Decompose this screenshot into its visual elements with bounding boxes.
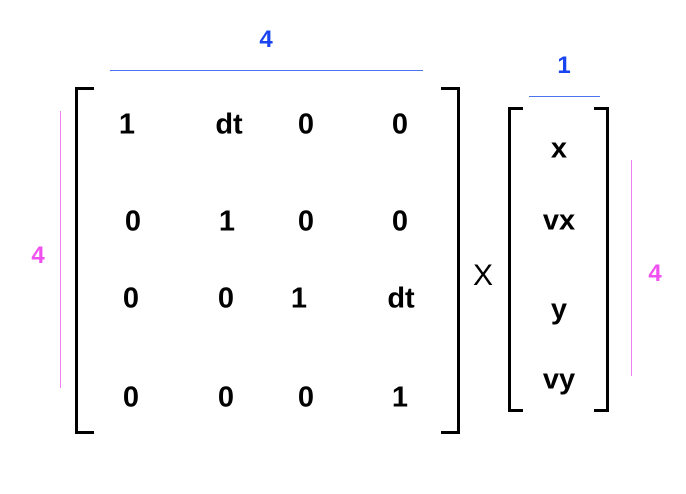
vector-b-cell-4: vy: [542, 363, 576, 396]
matrix-a-cell-r2c3: 0: [297, 205, 315, 238]
matrix-a-cell-r4c1: 0: [122, 381, 140, 414]
vector-b-rows-label: 4: [648, 260, 662, 287]
matrix-a-cell-r1c3: 0: [297, 108, 315, 141]
vector-b-left-bracket: [508, 107, 523, 412]
matrix-a-left-bracket: [75, 87, 94, 434]
vector-b-cell-1: x: [550, 132, 568, 165]
vector-b-cell-2: vx: [542, 204, 576, 237]
matrix-a-cell-r3c3: 1: [290, 282, 308, 315]
matrix-a-cell-r3c4: dt: [387, 282, 415, 315]
matrix-a-rows-label: 4: [31, 242, 45, 269]
vector-b-right-bracket: [594, 107, 609, 412]
matrix-a-cell-r3c1: 0: [122, 282, 140, 315]
matrix-a-cell-r3c2: 0: [217, 282, 235, 315]
vector-b-rows-line: [631, 160, 632, 376]
matrix-a-rows-line: [60, 111, 61, 388]
matrix-a-cell-r4c3: 0: [297, 381, 315, 414]
vector-b-columns-line: [529, 96, 600, 97]
matrix-a-cell-r1c1: 1: [118, 108, 136, 141]
matrix-a-cell-r4c4: 1: [391, 381, 409, 414]
vector-b-columns-label: 1: [557, 52, 571, 79]
matrix-a-cell-r2c2: 1: [218, 205, 236, 238]
matrix-a-columns-label: 4: [259, 26, 273, 53]
matrix-a-cell-r2c1: 0: [124, 205, 142, 238]
multiply-operator: X: [472, 259, 494, 292]
matrix-a-cell-r1c4: 0: [391, 108, 409, 141]
matrix-a-cell-r1c2: dt: [215, 108, 243, 141]
matrix-a-right-bracket: [441, 87, 460, 434]
matrix-a-cell-r2c4: 0: [391, 205, 409, 238]
vector-b-cell-3: y: [550, 293, 568, 326]
matrix-a-columns-line: [110, 70, 423, 71]
matrix-a-cell-r4c2: 0: [217, 381, 235, 414]
